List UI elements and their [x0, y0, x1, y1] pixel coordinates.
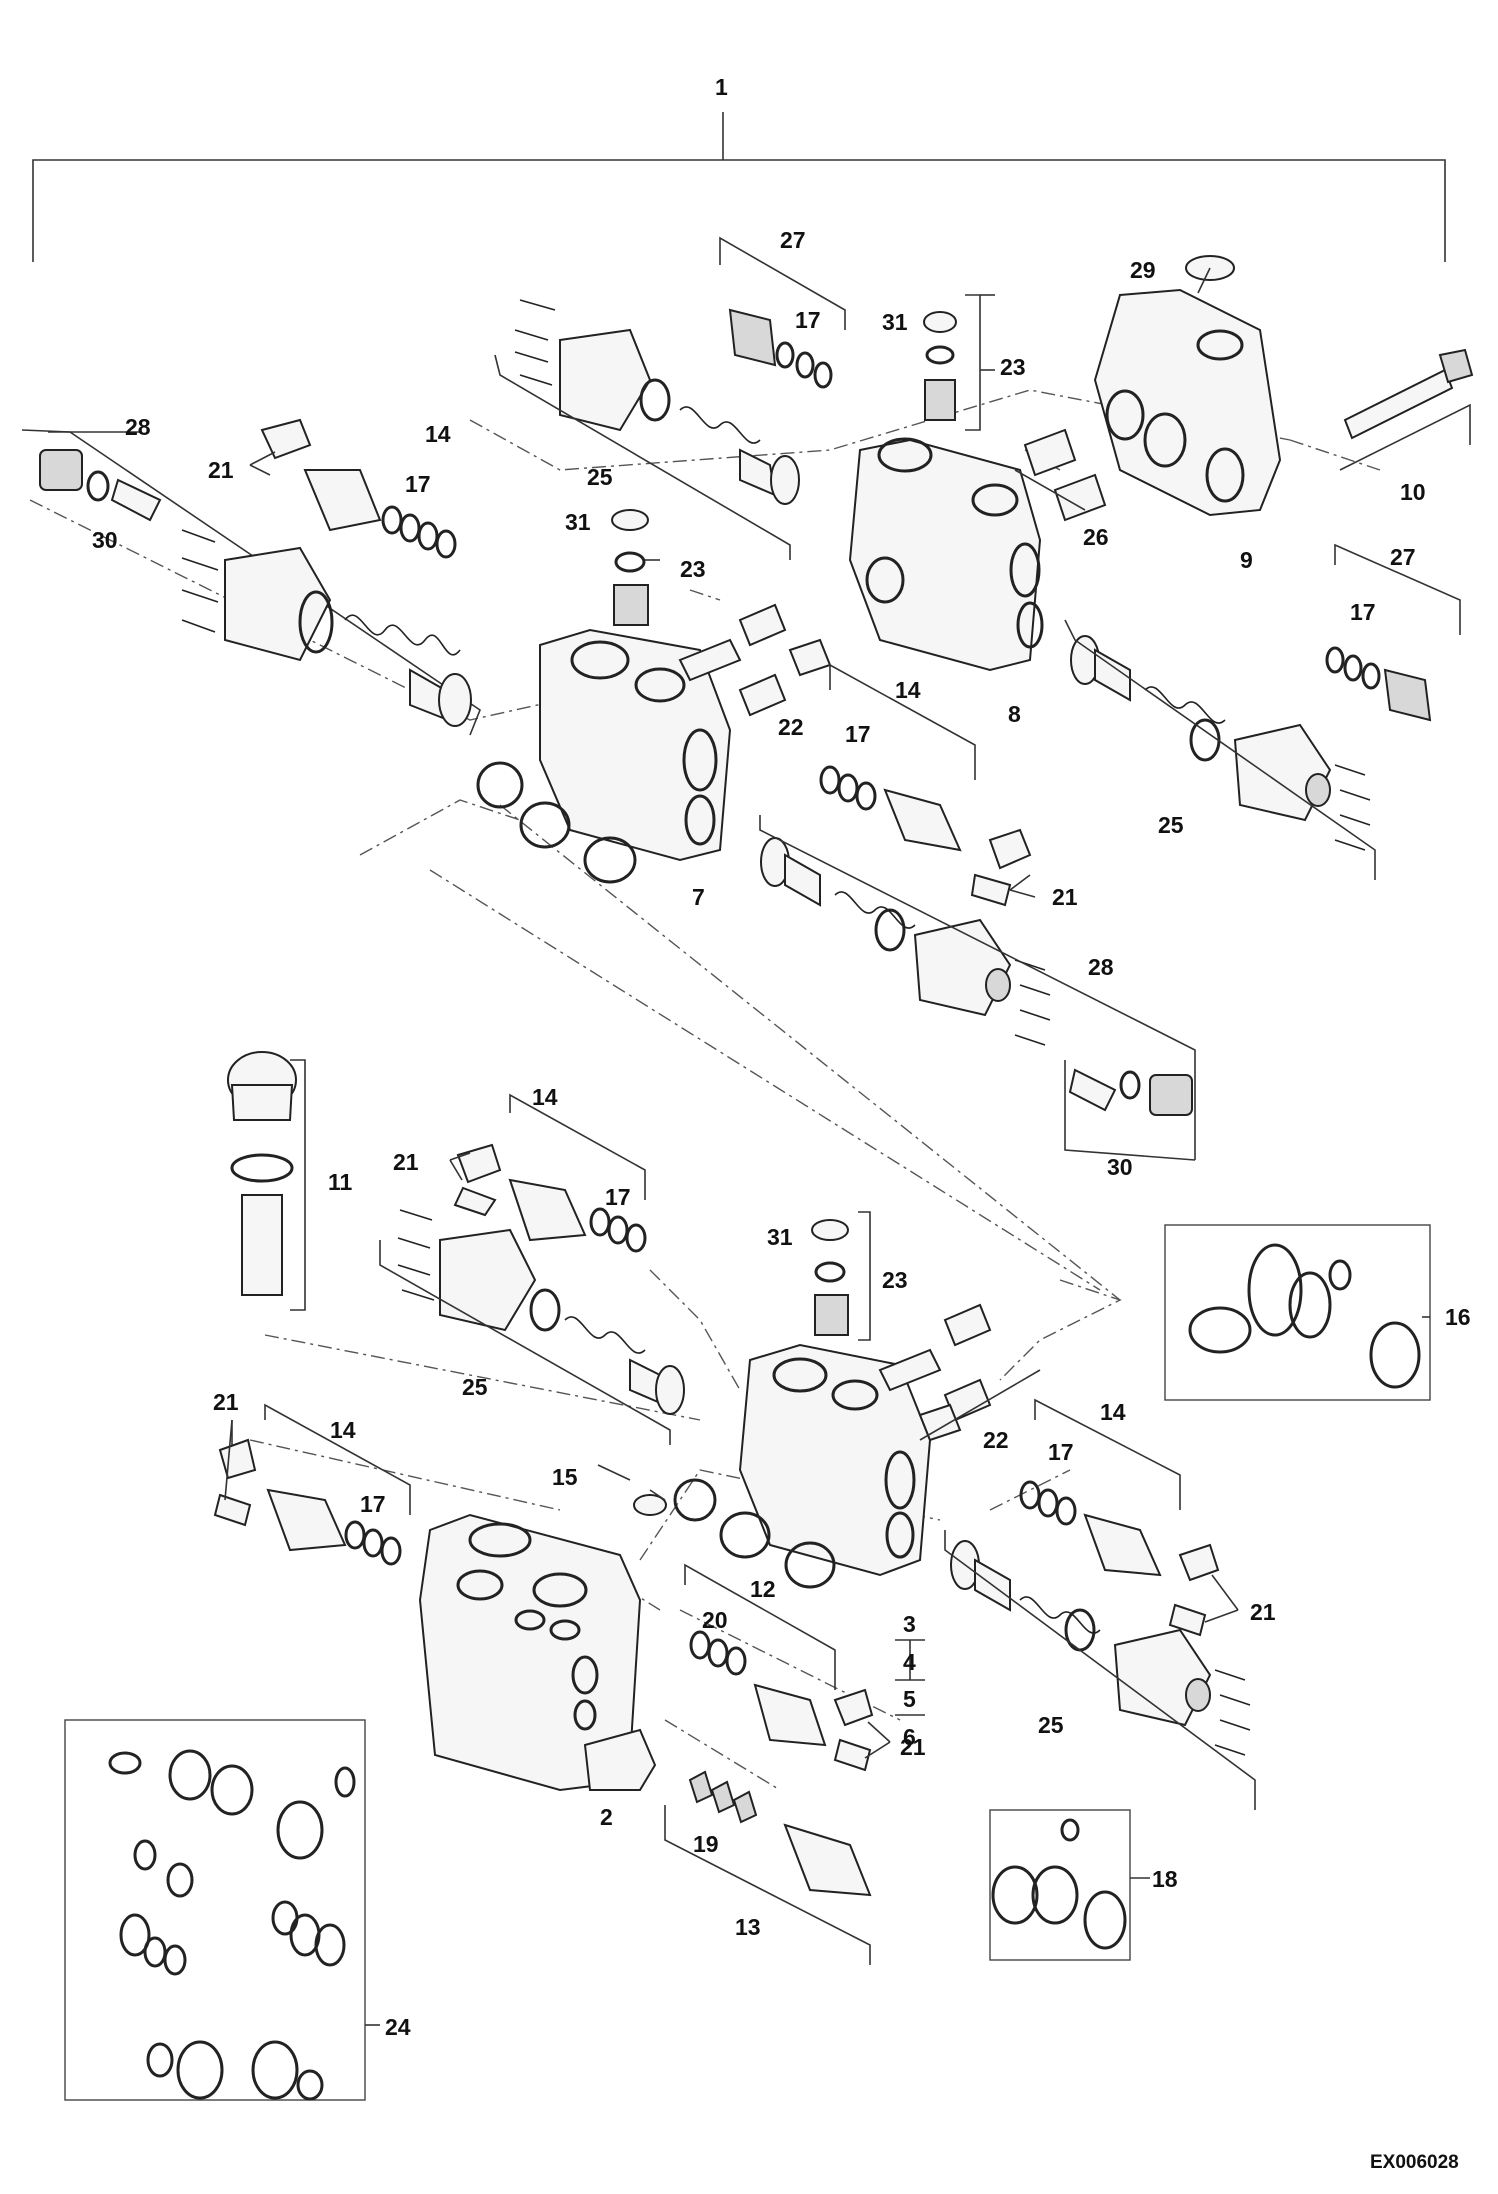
callout-14[interactable]: 14 — [895, 677, 921, 703]
callout-7[interactable]: 7 — [692, 884, 705, 910]
callout-31[interactable]: 31 — [767, 1224, 793, 1250]
callout-2[interactable]: 2 — [600, 1804, 613, 1830]
assembly-bracket — [32, 112, 1446, 262]
relief-valve-11 — [227, 1051, 306, 1311]
callout-labels: 1 27 29 17 31 23 28 14 21 25 17 10 30 26… — [92, 74, 1471, 2173]
callout-21[interactable]: 21 — [213, 1389, 239, 1415]
callout-17[interactable]: 17 — [605, 1184, 631, 1210]
valve-section-8 — [494, 236, 1107, 672]
callout-20[interactable]: 20 — [702, 1607, 728, 1633]
upper-right-spool-group — [1064, 543, 1461, 880]
seal-kit-18 — [989, 1809, 1131, 1961]
callout-14[interactable]: 14 — [532, 1084, 558, 1110]
lower-upper-spool-group — [379, 1093, 685, 1445]
callout-27[interactable]: 27 — [780, 227, 806, 253]
callout-17[interactable]: 17 — [360, 1491, 386, 1517]
callout-13[interactable]: 13 — [735, 1914, 761, 1940]
callout-21[interactable]: 21 — [393, 1149, 419, 1175]
callout-30[interactable]: 30 — [92, 527, 118, 553]
callout-29[interactable]: 29 — [1130, 257, 1156, 283]
valve-section-3-6 — [673, 1211, 1041, 1589]
callout-21[interactable]: 21 — [1052, 884, 1078, 910]
callout-8[interactable]: 8 — [1008, 701, 1021, 727]
callout-31[interactable]: 31 — [882, 309, 908, 335]
callout-9[interactable]: 9 — [1240, 547, 1253, 573]
callout-22[interactable]: 22 — [778, 714, 804, 740]
callout-23[interactable]: 23 — [1000, 354, 1026, 380]
drawing-code: EX006028 — [1370, 2152, 1459, 2173]
callout-25[interactable]: 25 — [1038, 1712, 1064, 1738]
valve-section-7 — [476, 509, 832, 884]
upper-left-spool-group — [21, 418, 481, 736]
callout-23[interactable]: 23 — [882, 1267, 908, 1293]
callout-17[interactable]: 17 — [405, 471, 431, 497]
seal-kit-16 — [1164, 1224, 1431, 1401]
middle-spool-group — [759, 663, 1196, 1161]
callout-30[interactable]: 30 — [1107, 1154, 1133, 1180]
callout-25[interactable]: 25 — [587, 464, 613, 490]
callout-22[interactable]: 22 — [983, 1427, 1009, 1453]
callout-15[interactable]: 15 — [552, 1464, 578, 1490]
callout-14[interactable]: 14 — [425, 421, 451, 447]
callout-11[interactable]: 11 — [328, 1169, 353, 1195]
callout-25[interactable]: 25 — [1158, 812, 1184, 838]
callout-31[interactable]: 31 — [565, 509, 591, 535]
callout-18[interactable]: 18 — [1152, 1866, 1178, 1892]
callout-6[interactable]: 6 — [903, 1724, 916, 1750]
callout-27[interactable]: 27 — [1390, 544, 1416, 570]
callout-17[interactable]: 17 — [795, 307, 821, 333]
relief-groups-12-13 — [664, 1563, 874, 1965]
callout-25[interactable]: 25 — [462, 1374, 488, 1400]
seal-kit-24 — [64, 1719, 366, 2101]
callout-17[interactable]: 17 — [845, 721, 871, 747]
leader-lines — [224, 267, 1430, 2026]
callout-3[interactable]: 3 — [903, 1611, 916, 1637]
callout-14[interactable]: 14 — [330, 1417, 356, 1443]
callout-14[interactable]: 14 — [1100, 1399, 1126, 1425]
callout-21[interactable]: 21 — [208, 457, 234, 483]
callout-24[interactable]: 24 — [385, 2014, 411, 2040]
callout-28[interactable]: 28 — [125, 414, 151, 440]
end-cover-9 — [1093, 255, 1474, 517]
inlet-section-2 — [213, 1403, 667, 1792]
callout-5[interactable]: 5 — [903, 1686, 916, 1712]
callout-21[interactable]: 21 — [1250, 1599, 1276, 1625]
callout-12[interactable]: 12 — [750, 1576, 776, 1602]
callout-17[interactable]: 17 — [1048, 1439, 1074, 1465]
callout-21[interactable]: 21 — [900, 1734, 926, 1760]
callout-10[interactable]: 10 — [1400, 479, 1426, 505]
callout-23[interactable]: 23 — [680, 556, 706, 582]
callout-19[interactable]: 19 — [693, 1831, 719, 1857]
callout-28[interactable]: 28 — [1088, 954, 1114, 980]
callout-26[interactable]: 26 — [1083, 524, 1109, 550]
lower-right-spool-group — [944, 1398, 1256, 1810]
callout-17[interactable]: 17 — [1350, 599, 1376, 625]
callout-16[interactable]: 16 — [1445, 1304, 1471, 1330]
callout-1[interactable]: 1 — [715, 74, 728, 100]
callout-4[interactable]: 4 — [903, 1649, 916, 1675]
